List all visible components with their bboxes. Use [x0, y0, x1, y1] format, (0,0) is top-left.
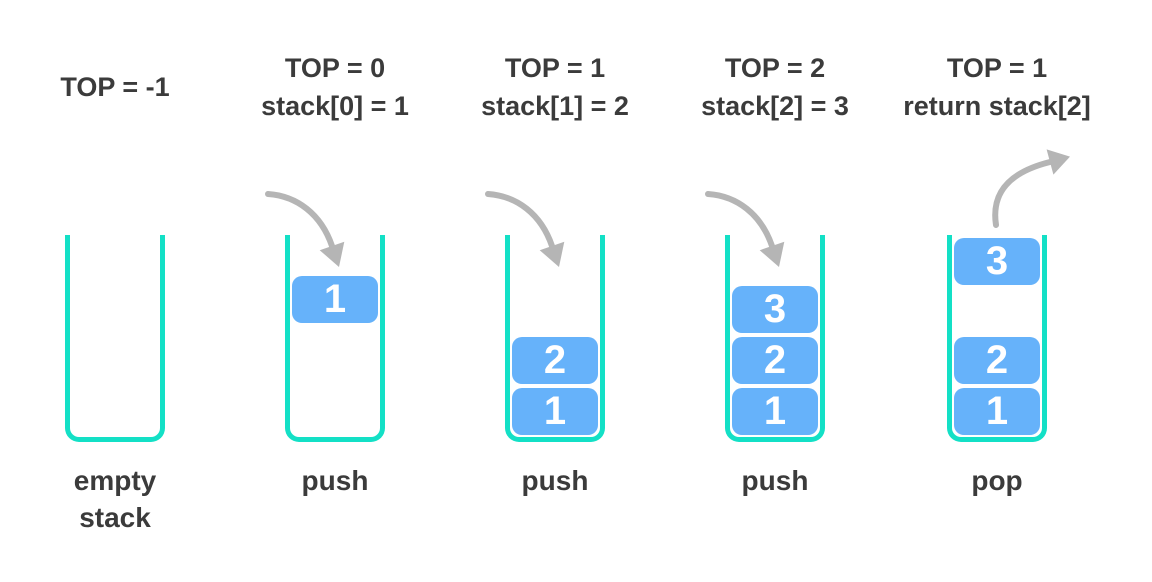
pop-arrow-icon — [992, 149, 1070, 228]
stack-element: 2 — [512, 337, 598, 384]
stage-operation-label: pop — [887, 462, 1107, 499]
push-arrow-icon — [265, 191, 345, 267]
stack-stage: TOP = -1 empty stack — [5, 0, 225, 582]
state-text-line: TOP = 2 — [724, 53, 826, 83]
stack-element: 1 — [954, 388, 1040, 435]
stage-operation-label: push — [665, 462, 885, 499]
stage-operation-label: push — [445, 462, 665, 499]
operation-label-line: push — [741, 465, 809, 496]
state-text-line: TOP = -1 — [60, 72, 170, 102]
push-arrow-icon — [705, 191, 785, 267]
state-text-line: return stack[2] — [903, 91, 1091, 121]
operation-label-line: push — [301, 465, 369, 496]
stack-container: 1 — [285, 235, 385, 442]
stack-stage: TOP = 0 stack[0] = 1 1 push — [225, 0, 445, 582]
push-arrow-icon — [485, 191, 565, 267]
stage-state-text: TOP = 1 return stack[2] — [857, 46, 1137, 128]
state-text-line: TOP = 1 — [504, 53, 606, 83]
state-text-line: stack[0] = 1 — [261, 91, 409, 121]
stage-operation-label: push — [225, 462, 445, 499]
stack-element: 1 — [732, 388, 818, 435]
state-text-line: TOP = 0 — [284, 53, 386, 83]
stage-state-text: TOP = 2 stack[2] = 3 — [635, 46, 915, 128]
stack-element: 3 — [954, 238, 1040, 285]
state-text-line: TOP = 1 — [946, 53, 1048, 83]
state-text-line: stack[2] = 3 — [701, 91, 849, 121]
stack-element: 1 — [292, 276, 378, 323]
state-text-line: stack[1] = 2 — [481, 91, 629, 121]
stage-state-text: TOP = -1 — [0, 46, 255, 128]
operation-label-line: stack — [79, 502, 151, 533]
stage-state-text: TOP = 1 stack[1] = 2 — [415, 46, 695, 128]
stack-element: 2 — [732, 337, 818, 384]
stack-element: 3 — [732, 286, 818, 333]
stack-element: 2 — [954, 337, 1040, 384]
operation-label-line: push — [521, 465, 589, 496]
stack-container — [65, 235, 165, 442]
operation-label-line: empty — [73, 465, 157, 496]
stage-state-text: TOP = 0 stack[0] = 1 — [195, 46, 475, 128]
stack-element: 1 — [512, 388, 598, 435]
stage-operation-label: empty stack — [5, 462, 225, 536]
operation-label-line: pop — [971, 465, 1023, 496]
